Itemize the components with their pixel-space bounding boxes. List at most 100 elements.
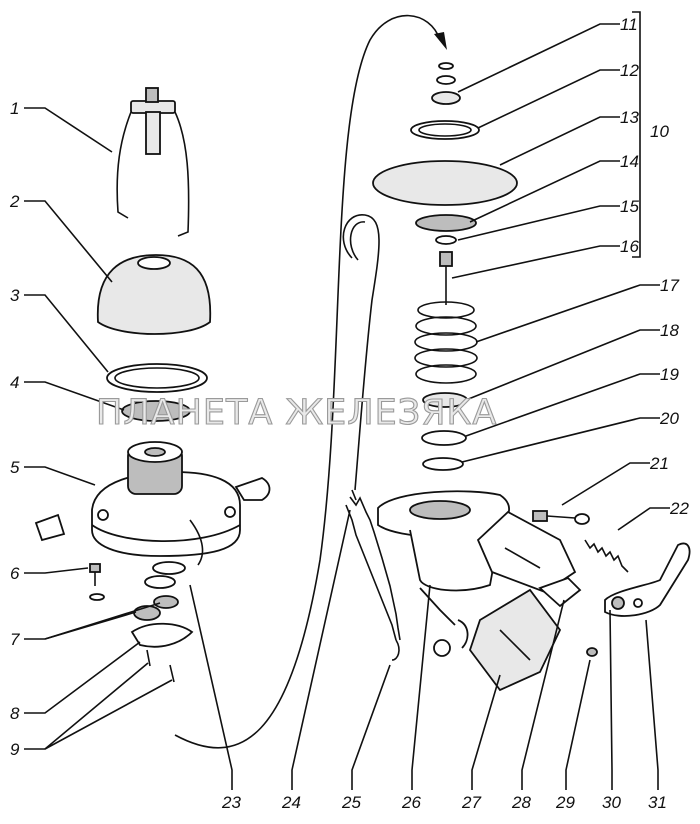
part-30-axle <box>611 596 625 610</box>
label-part-11: 11 <box>620 15 638 34</box>
leader-29 <box>565 659 591 790</box>
leader-19 <box>465 373 660 437</box>
label-part-26: 26 <box>401 793 421 812</box>
leader-15 <box>457 205 620 241</box>
label-part-31: 31 <box>648 793 667 812</box>
part-7-valve-a <box>153 595 179 609</box>
part-28-lever <box>538 576 582 608</box>
label-part-2: 2 <box>9 192 20 211</box>
leader-24 <box>291 509 351 790</box>
part-4-filter-screen <box>121 400 191 422</box>
part-31-priming-lever <box>604 542 691 617</box>
part-15-washer <box>435 235 457 245</box>
outlet-fitting <box>34 513 66 542</box>
part-21-bolt <box>532 510 590 525</box>
label-part-30: 30 <box>602 793 621 812</box>
label-part-28: 28 <box>511 793 531 812</box>
leader-2 <box>24 200 113 283</box>
label-part-5: 5 <box>10 458 20 477</box>
leader-21 <box>561 462 650 506</box>
leader-13 <box>499 116 620 166</box>
label-part-25: 25 <box>341 793 361 812</box>
leader-5 <box>24 466 96 486</box>
part-2-glass-bowl <box>97 254 212 335</box>
part-22-lever-spring <box>584 539 629 573</box>
part-11-washer <box>431 91 461 105</box>
leader-16 <box>451 245 620 279</box>
part-7-valve-b <box>133 605 161 621</box>
label-part-24: 24 <box>281 793 301 812</box>
leader-4 <box>24 381 125 411</box>
part-31-hole <box>633 598 643 608</box>
part-11-nut-a <box>438 62 454 70</box>
label-part-3: 3 <box>10 286 20 305</box>
label-part-15: 15 <box>620 197 639 216</box>
part-27-plate-slot <box>499 629 531 661</box>
leader-17 <box>475 284 660 343</box>
label-part-19: 19 <box>660 365 679 384</box>
label-part-4: 4 <box>10 373 19 392</box>
label-part-23: 23 <box>221 793 241 812</box>
part-9-screw-a <box>146 649 151 667</box>
label-part-12: 12 <box>620 61 639 80</box>
label-part-22: 22 <box>669 499 689 518</box>
part-3-sealing-ring <box>106 363 208 393</box>
label-part-20: 20 <box>659 409 679 428</box>
leader-9b <box>44 679 173 750</box>
label-part-10: 10 <box>650 122 669 141</box>
leader-26 <box>411 584 431 790</box>
label-part-17: 17 <box>660 276 679 295</box>
label-part-18: 18 <box>660 321 679 340</box>
leader-1 <box>24 107 113 153</box>
part-17-diaphragm-spring <box>414 301 478 384</box>
label-part-9: 9 <box>10 740 20 759</box>
leader-8 <box>24 641 141 714</box>
inlet-elbow-fitting <box>234 477 271 501</box>
part-27-spacer-gasket <box>476 510 577 594</box>
part-24-rod <box>342 214 380 501</box>
part-27-gasket-slot <box>504 547 541 569</box>
label-part-8: 8 <box>10 704 20 723</box>
leader-31 <box>645 619 659 790</box>
leader-25 <box>351 664 391 790</box>
part-12-cup-inner <box>418 123 472 137</box>
part-25-return-spring <box>345 496 401 661</box>
part-26-lower-housing <box>377 490 510 657</box>
label-part-27: 27 <box>461 793 481 812</box>
leader-12 <box>477 69 620 129</box>
assembly-arrow-head <box>434 32 447 50</box>
label-part-13: 13 <box>620 108 639 127</box>
leader-23 <box>189 584 233 790</box>
label-part-7: 7 <box>10 630 20 649</box>
part-13-diaphragm <box>372 160 518 206</box>
part-23-gasket-b <box>144 575 176 589</box>
leader-7b <box>44 611 137 640</box>
leader-20 <box>461 417 660 463</box>
part-14-lower-cup <box>415 214 477 232</box>
watermark-text: ПЛАНЕТА ЖЕЛЕЗЯКА <box>96 393 497 433</box>
group-10-bracket <box>632 11 641 258</box>
part-3-ring-inner <box>114 367 200 389</box>
leader-27 <box>471 674 501 790</box>
part-8-retainer-plate <box>130 622 194 648</box>
label-part-14: 14 <box>620 152 639 171</box>
part-16-pull-rod <box>439 251 453 305</box>
label-part-1: 1 <box>10 99 19 118</box>
leader-30 <box>609 609 613 790</box>
part-1-stirrup-clamp <box>116 87 190 237</box>
part-29-pin <box>586 647 598 657</box>
leader-22 <box>617 507 670 531</box>
leader-9a <box>24 662 149 750</box>
leader-14 <box>469 160 620 223</box>
leader-28 <box>521 599 565 790</box>
part-6-screw <box>89 563 105 601</box>
leader-6 <box>24 567 89 574</box>
part-20-washer <box>422 457 464 471</box>
part-2-bowl-top <box>137 256 171 270</box>
part-27-flange-plate <box>468 588 562 692</box>
label-part-21: 21 <box>649 454 669 473</box>
part-19-washer <box>421 430 467 446</box>
label-part-16: 16 <box>620 237 639 256</box>
label-part-29: 29 <box>555 793 575 812</box>
